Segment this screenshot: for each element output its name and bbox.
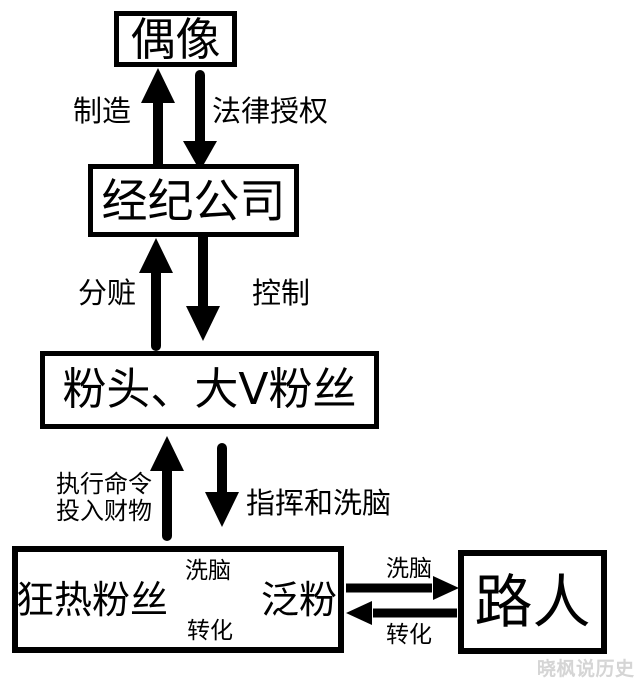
edge-label-command-and-brainwash: 指挥和洗脑	[246, 486, 392, 520]
arrow-up-split-spoils	[139, 238, 173, 351]
arrow-up-manufacture	[141, 68, 175, 181]
edge-label-invest-money: 投入财物	[56, 497, 152, 525]
node-passersby-label: 路人	[474, 568, 591, 636]
edge-label-execute-invest: 执行命令 投入财物	[56, 471, 152, 525]
edge-label-manufacture: 制造	[72, 94, 131, 128]
node-idol-label: 偶像	[130, 12, 221, 66]
edge-label-legal-authorization: 法律授权	[212, 94, 329, 128]
edge-label-convert-inner: 转化	[187, 618, 233, 644]
edge-label-control: 控制	[251, 276, 310, 310]
node-fanatic-fans-label: 狂热粉丝	[15, 578, 168, 622]
arrow-left-convert-outer	[346, 601, 457, 625]
node-fan-leaders-label: 粉头、大V粉丝	[62, 364, 357, 415]
node-fanatic-casual-box	[12, 546, 344, 653]
node-agency-label: 经纪公司	[101, 173, 286, 228]
arrow-up-execute-orders	[150, 436, 184, 541]
node-agency: 经纪公司	[88, 164, 299, 237]
arrow-right-brainwash-outer	[346, 576, 459, 600]
node-idol: 偶像	[114, 11, 237, 67]
node-casual-fans-label: 泛粉	[260, 578, 337, 622]
node-passersby: 路人	[458, 550, 607, 654]
arrow-down-control	[186, 232, 220, 341]
edge-label-brainwash-inner: 洗脑	[185, 558, 231, 584]
node-fan-leaders: 粉头、大V粉丝	[40, 351, 379, 429]
edge-label-brainwash-outer: 洗脑	[386, 556, 432, 582]
arrow-down-command-brainwash	[205, 443, 239, 527]
edge-label-convert-outer: 转化	[386, 622, 432, 648]
edge-label-execute-orders: 执行命令	[56, 470, 152, 498]
arrow-down-legal-authorization	[183, 70, 217, 171]
edge-label-split-spoils: 分赃	[77, 276, 136, 310]
watermark: 晓枫说历史	[537, 658, 635, 680]
